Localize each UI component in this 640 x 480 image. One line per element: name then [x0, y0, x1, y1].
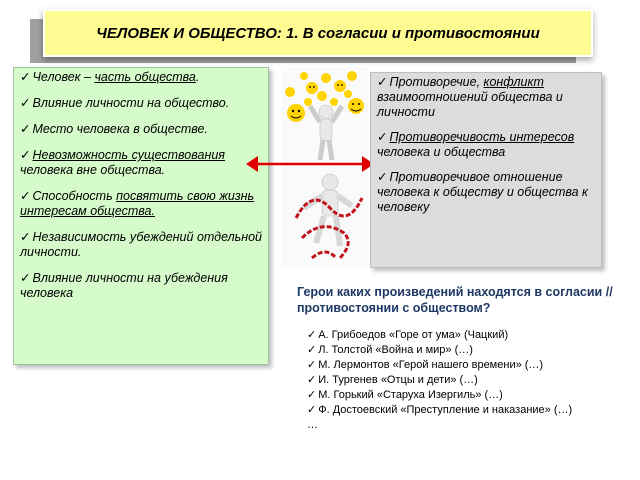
- checkmark-icon: ✓: [377, 130, 388, 144]
- left_list-item-text: Влияние личности на убеждения человека: [20, 271, 228, 300]
- left_list-item-text: человека вне общества.: [20, 163, 166, 177]
- right_list-item-text: взаимоотношений общества и личности: [377, 90, 563, 119]
- checkmark-icon: ✓: [20, 230, 31, 244]
- right_list-item: ✓Противоречивость интересов человека и о…: [377, 130, 595, 160]
- work-item-text: Л. Толстой «Война и мир» (…): [318, 344, 473, 356]
- left_list-item-text: Невозможность существования: [32, 148, 225, 162]
- smiley-faces-illustration: [285, 71, 364, 122]
- checkmark-icon: ✓: [307, 389, 317, 401]
- left-topic-list: ✓Человек – часть общества.✓Влияние лично…: [13, 67, 269, 365]
- work-item: ✓М. Горький «Старуха Изергиль» (…): [307, 388, 637, 403]
- checkmark-icon: ✓: [20, 96, 31, 110]
- left_list-item-text: посвятить свою жизнь интересам общества.: [20, 189, 255, 218]
- checkmark-icon: ✓: [20, 122, 31, 136]
- left_list-item: ✓Человек – часть общества.: [20, 70, 262, 85]
- title-banner: ЧЕЛОВЕК И ОБЩЕСТВО: 1. В согласии и прот…: [43, 9, 593, 57]
- question-text: Герои каких произведений находятся в сог…: [297, 285, 613, 315]
- work-item-text: А. Грибоедов «Горе от ума» (Чацкий): [318, 329, 509, 341]
- left_list-item-text: Способность: [32, 189, 117, 203]
- right_list-item-text: человека и общества: [377, 145, 506, 159]
- illustration-svg: [285, 71, 364, 260]
- person-figure-icon: [307, 104, 345, 161]
- checkmark-icon: ✓: [20, 189, 31, 203]
- checkmark-icon: ✓: [307, 329, 317, 341]
- left_list-item: ✓Невозможность существования человека вн…: [20, 148, 262, 178]
- chained-person-icon: [294, 173, 364, 260]
- left_list-item: ✓Независимость убеждений отдельной лично…: [20, 230, 262, 260]
- right_list-item-text: Противоречивость интересов: [389, 130, 575, 144]
- checkmark-icon: ✓: [20, 70, 31, 84]
- work-item: ✓И. Тургенев «Отцы и дети» (…): [307, 373, 637, 388]
- checkmark-icon: ✓: [20, 271, 31, 285]
- work-item: ✓Ф. Достоевский «Преступление и наказани…: [307, 403, 637, 418]
- left_list-item-text: Человек –: [32, 70, 95, 84]
- right_list-item-text: конфликт: [483, 75, 544, 89]
- checkmark-icon: ✓: [307, 344, 317, 356]
- left_list-item: ✓Место человека в обществе.: [20, 122, 262, 137]
- right_list-item-text: Противоречивое отношение человека к обще…: [377, 170, 588, 214]
- work-item: ✓Л. Толстой «Война и мир» (…): [307, 343, 637, 358]
- work-item-text: М. Горький «Старуха Изергиль» (…): [318, 389, 503, 401]
- checkmark-icon: ✓: [307, 404, 317, 416]
- work-item: ✓А. Грибоедов «Горе от ума» (Чацкий): [307, 328, 637, 343]
- right-topic-list: ✓Противоречие, конфликт взаимоотношений …: [370, 72, 602, 268]
- checkmark-icon: ✓: [20, 148, 31, 162]
- work-item-text: И. Тургенев «Отцы и дети» (…): [318, 374, 478, 386]
- right_list-item: ✓Противоречие, конфликт взаимоотношений …: [377, 75, 595, 120]
- works-more: …: [307, 419, 318, 431]
- work-item-text: М. Лермонтов «Герой нашего времени» (…): [318, 359, 544, 371]
- checkmark-icon: ✓: [377, 170, 388, 184]
- illustration-area: [282, 68, 368, 268]
- left_list-item-text: часть общества: [94, 70, 196, 84]
- left_list-item: ✓Влияние личности на общество.: [20, 96, 262, 111]
- work-item-text: Ф. Достоевский «Преступление и наказание…: [318, 404, 573, 416]
- right_list-item-text: Противоречие,: [389, 75, 484, 89]
- left_list-item-text: .: [195, 70, 200, 84]
- right_list-item: ✓Противоречивое отношение человека к общ…: [377, 170, 595, 215]
- checkmark-icon: ✓: [307, 374, 317, 386]
- left_list-item-text: Место человека в обществе.: [32, 122, 208, 136]
- left_list-item-text: Независимость убеждений отдельной личнос…: [20, 230, 263, 259]
- checkmark-icon: ✓: [377, 75, 388, 89]
- page-title: ЧЕЛОВЕК И ОБЩЕСТВО: 1. В согласии и прот…: [96, 24, 540, 42]
- left_list-item: ✓Влияние личности на убеждения человека: [20, 271, 262, 301]
- left_list-item-text: Влияние личности на общество.: [32, 96, 230, 110]
- checkmark-icon: ✓: [307, 359, 317, 371]
- left_list-item: ✓Способность посвятить свою жизнь интере…: [20, 189, 262, 219]
- work-item: ✓М. Лермонтов «Герой нашего времени» (…): [307, 358, 637, 373]
- works-list: ✓А. Грибоедов «Горе от ума» (Чацкий)✓Л. …: [307, 328, 637, 433]
- double-arrow-icon: [246, 156, 374, 172]
